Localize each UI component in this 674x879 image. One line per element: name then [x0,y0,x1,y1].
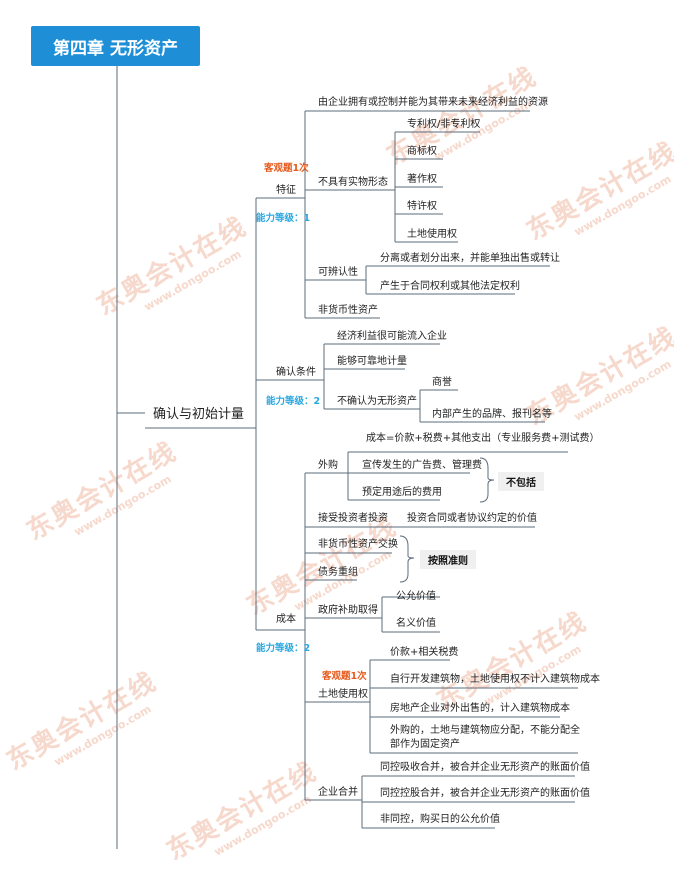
no-physical-item: 著作权 [407,174,437,185]
identifiable-item: 分离或者划分出来，并能单独出售或转让 [380,253,560,264]
no-physical-item: 土地使用权 [407,229,457,240]
mindmap-connectors [116,66,578,849]
purchase-item: 宣传发生的广告费、管理费 [362,460,482,471]
recognition-node: 确认条件 [276,367,316,378]
recognition-item: 经济利益很可能流入企业 [337,331,447,342]
debt-node: 债务重组 [318,567,358,578]
purchase-node: 外购 [318,460,338,471]
recognition-tag-level: 能力等级：2 [266,396,321,407]
exclude-callout: 不包括 [498,472,544,491]
chapter-title: 第四章 无形资产 [31,26,200,66]
land-item: 外购的，土地与建筑物应分配，不能分配全部作为固定资产 [390,725,580,750]
features-tag-level: 能力等级：1 [256,213,311,224]
land-tag-frequency: 客观题1次 [322,671,367,682]
investor-node: 接受投资者投资 [318,513,388,524]
non-monetary-node: 非货币性资产 [318,305,378,316]
investor-value: 投资合同或者协议约定的价值 [407,513,537,524]
no-physical-node: 不具有实物形态 [318,177,388,188]
no-physical-item: 特许权 [407,201,437,212]
purchase-item: 预定用途后的费用 [362,487,442,498]
land-node: 土地使用权 [318,689,368,700]
gov-node: 政府补助取得 [318,605,378,616]
land-item: 价款+相关税费 [390,647,459,658]
merger-item: 同控控股合并，被合并企业无形资产的账面价值 [380,788,590,799]
standard-callout: 按照准则 [420,550,476,569]
identifiable-node: 可辨认性 [318,267,358,278]
no-physical-item: 专利权/非专利权 [407,119,481,130]
cost-node: 成本 [276,614,296,625]
features-node: 特征 [276,185,296,196]
merger-item: 同控吸收合并，被合并企业无形资产的账面价值 [380,762,590,773]
features-tag-frequency: 客观题1次 [264,163,309,174]
cost-tag-level: 能力等级：2 [256,643,311,654]
gov-item: 公允价值 [396,591,436,602]
definition-node: 由企业拥有或控制并能为其带来未来经济利益的资源 [318,97,548,108]
merger-node: 企业合并 [318,787,358,798]
gov-item: 名义价值 [396,618,436,629]
exchange-node: 非货币性资产交换 [318,539,398,550]
purchase-item: 成本=价款+税费+其他支出（专业服务费+测试费） [366,433,600,444]
not-recognized-node: 不确认为无形资产 [337,396,417,407]
recognition-item: 能够可靠地计量 [337,356,407,367]
land-item: 房地产企业对外出售的，计入建筑物成本 [390,703,570,714]
land-item: 自行开发建筑物，土地使用权不计入建筑物成本 [390,674,600,685]
not-recognized-item: 内部产生的品牌、报刊名等 [432,409,552,420]
identifiable-item: 产生于合同权利或其他法定权利 [380,281,520,292]
not-recognized-item: 商誉 [432,377,452,388]
merger-item: 非同控，购买日的公允价值 [380,814,500,825]
no-physical-item: 商标权 [407,146,437,157]
root-node: 确认与初始计量 [153,407,245,422]
